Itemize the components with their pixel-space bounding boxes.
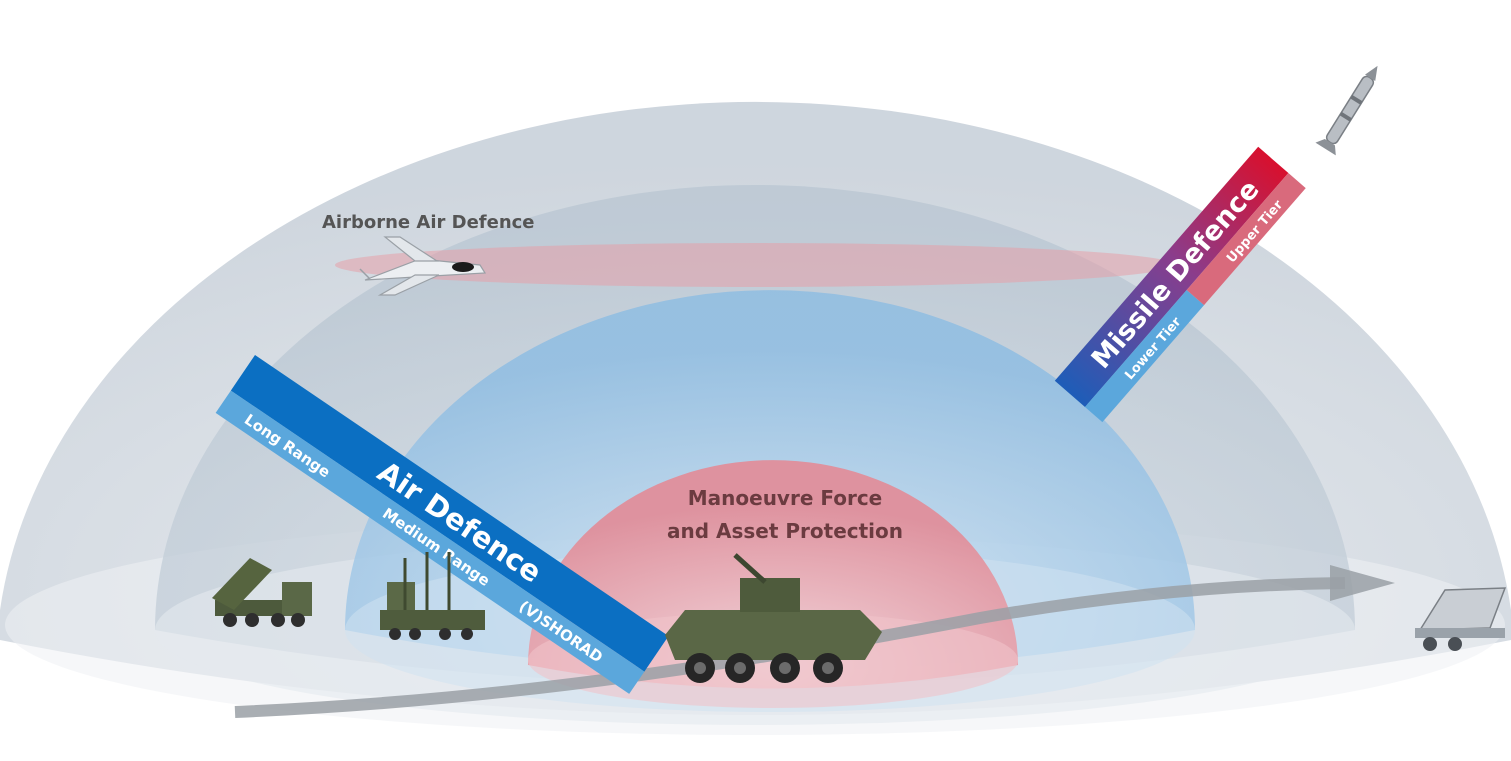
drone-aircraft-icon: [359, 236, 487, 296]
long-range-launcher-icon: [212, 558, 312, 627]
manoeuvre-label-line1: Manoeuvre Force: [688, 486, 882, 510]
medium-range-launcher-icon: [380, 552, 485, 640]
cruise-missile-launcher-icon: [1415, 587, 1507, 651]
armored-vehicle-icon: [665, 553, 882, 683]
threat-path-arrow: [234, 565, 1395, 718]
airborne-air-defence-label: Airborne Air Defence: [322, 212, 535, 233]
ballistic-missile-icon: [1315, 65, 1378, 156]
manoeuvre-label-line2: and Asset Protection: [667, 519, 903, 543]
airborne-defence-ring: [335, 243, 1175, 287]
